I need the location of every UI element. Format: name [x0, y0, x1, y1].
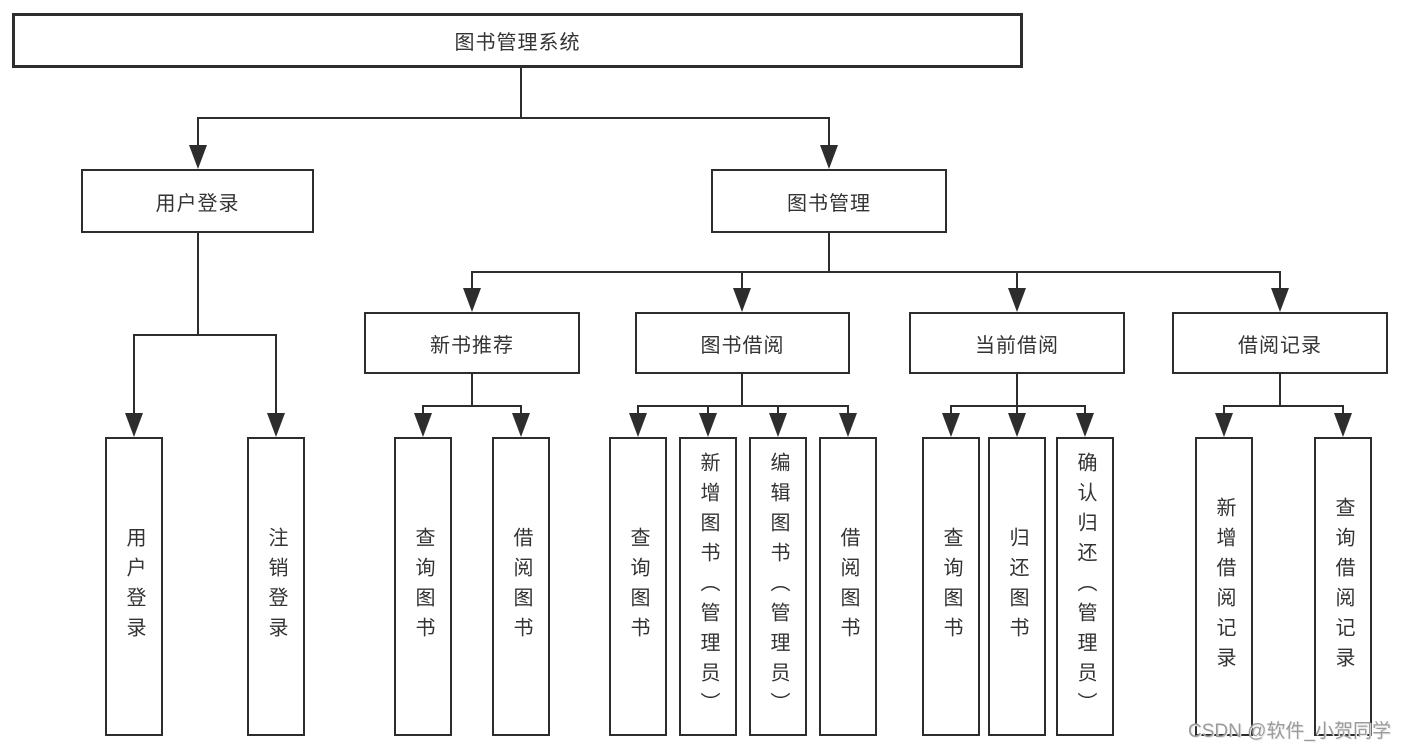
connector-hline [637, 405, 849, 407]
node-borrowing-records: 借阅记录 [1172, 312, 1388, 374]
csdn-watermark: CSDN @软件_小贺同学 [1188, 721, 1391, 742]
connector-hline [471, 271, 1281, 273]
arrowhead [463, 288, 481, 312]
arrowhead [820, 145, 838, 169]
connector-vline [847, 405, 849, 413]
connector-vline [422, 405, 424, 413]
node-current-borrowing: 当前借阅 [909, 312, 1125, 374]
arrowhead [1215, 413, 1233, 437]
arrowhead [733, 288, 751, 312]
connector-vline [1279, 374, 1281, 407]
connector-vline [828, 117, 830, 145]
connector-hline [133, 334, 277, 336]
leaf-confirm-return-admin: 确认归还（管理员） [1056, 437, 1114, 736]
leaf-edit-book-admin: 编辑图书（管理员） [749, 437, 807, 736]
arrowhead [189, 145, 207, 169]
node-book-borrowing: 图书借阅 [635, 312, 850, 374]
connector-vline [1342, 405, 1344, 413]
connector-vline [1016, 374, 1018, 407]
leaf-borrow-books-recommend: 借阅图书 [492, 437, 550, 736]
connector-vline [777, 405, 779, 413]
connector-vline [1223, 405, 1225, 413]
node-book-management: 图书管理 [711, 169, 947, 233]
arrowhead [699, 413, 717, 437]
arrowhead [1076, 413, 1094, 437]
leaf-logout: 注销登录 [247, 437, 305, 736]
connector-vline [1016, 271, 1018, 288]
leaf-query-books-current: 查询图书 [922, 437, 980, 736]
node-library-management-system: 图书管理系统 [12, 13, 1023, 68]
connector-vline [1279, 271, 1281, 288]
connector-vline [1016, 405, 1018, 413]
leaf-add-borrow-record: 新增借阅记录 [1195, 437, 1253, 736]
connector-vline [520, 68, 522, 118]
connector-vline [520, 405, 522, 413]
connector-hline [422, 405, 522, 407]
connector-vline [741, 374, 743, 407]
connector-vline [133, 334, 135, 413]
connector-vline [741, 271, 743, 288]
leaf-user-login: 用户登录 [105, 437, 163, 736]
arrowhead [1008, 413, 1026, 437]
connector-vline [197, 233, 199, 335]
arrowhead [942, 413, 960, 437]
connector-vline [707, 405, 709, 413]
connector-vline [828, 233, 830, 271]
leaf-add-book-admin: 新增图书（管理员） [679, 437, 737, 736]
connector-hline [1223, 405, 1344, 407]
connector-hline [197, 117, 830, 119]
connector-vline [471, 271, 473, 288]
leaf-borrow-books-borrow: 借阅图书 [819, 437, 877, 736]
node-new-book-recommendation: 新书推荐 [364, 312, 580, 374]
arrowhead [414, 413, 432, 437]
arrowhead [1271, 288, 1289, 312]
arrowhead [1334, 413, 1352, 437]
connector-vline [637, 405, 639, 413]
connector-vline [1084, 405, 1086, 413]
node-user-login: 用户登录 [81, 169, 314, 233]
leaf-query-borrow-record: 查询借阅记录 [1314, 437, 1372, 736]
arrowhead [512, 413, 530, 437]
leaf-return-books: 归还图书 [988, 437, 1046, 736]
connector-vline [471, 374, 473, 407]
connector-hline [950, 405, 1086, 407]
leaf-query-books-recommend: 查询图书 [394, 437, 452, 736]
arrowhead [629, 413, 647, 437]
connector-vline [275, 334, 277, 413]
arrowhead [769, 413, 787, 437]
arrowhead [125, 413, 143, 437]
arrowhead [839, 413, 857, 437]
connector-vline [950, 405, 952, 413]
arrowhead [1008, 288, 1026, 312]
arrowhead [267, 413, 285, 437]
connector-vline [197, 117, 199, 145]
leaf-query-books-borrow: 查询图书 [609, 437, 667, 736]
